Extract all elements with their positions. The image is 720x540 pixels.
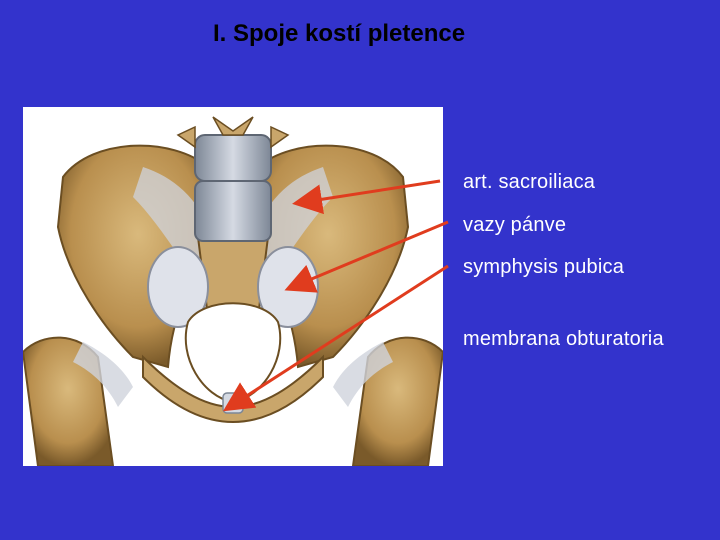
label-obturator-membrane: membrana obturatoria — [463, 328, 664, 350]
pelvic-outlet — [184, 302, 282, 404]
obturator-membrane-left — [147, 246, 209, 328]
ligaments-left — [133, 167, 213, 277]
vertebral-processes — [176, 116, 290, 149]
label-pubic-symphysis: symphysis pubica — [463, 256, 625, 278]
label-sacroiliac-joint: art. sacroiliaca — [463, 171, 596, 193]
arrow-sacroiliac — [292, 179, 441, 215]
slide-title: I. Spoje kostí pletence — [213, 20, 466, 47]
pelvis-illustration — [23, 116, 443, 466]
vertebral-body — [194, 180, 272, 242]
pelvis-figure — [23, 107, 443, 466]
label-pelvic-ligaments: vazy pánve — [463, 214, 567, 236]
arrow-symphysis — [222, 264, 449, 412]
arrow-ligaments — [284, 220, 449, 293]
pubic-arch — [142, 354, 324, 424]
